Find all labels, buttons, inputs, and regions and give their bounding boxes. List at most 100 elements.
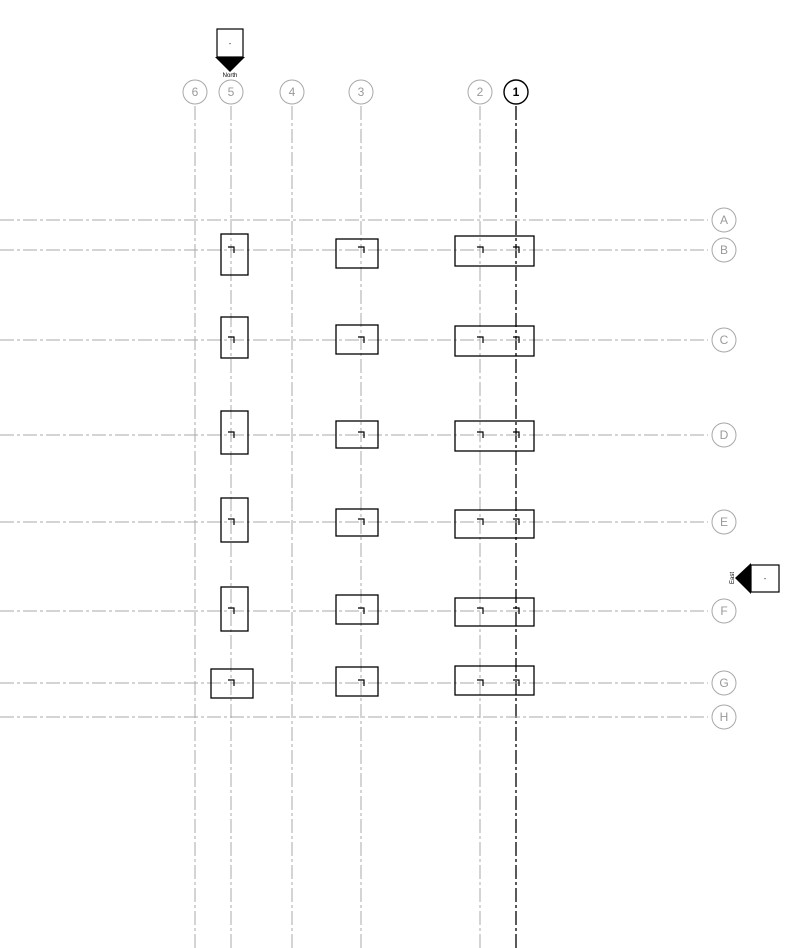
grid-bubble-label: F (720, 604, 727, 618)
elevation-marker-east-value: - (764, 576, 767, 583)
column-mark-icon (513, 518, 520, 525)
grid-bubble-G[interactable]: G (711, 670, 737, 696)
footing-outline (335, 508, 379, 537)
footing-outline (220, 586, 249, 632)
grid-bubble-label: 6 (192, 85, 199, 99)
grid-bubble-label: D (720, 428, 729, 442)
footing-outline (220, 233, 249, 276)
grid-bubble-2[interactable]: 2 (467, 79, 493, 105)
footing-2-1-G[interactable] (454, 665, 535, 696)
footing-5-E[interactable] (220, 497, 249, 543)
column-mark-icon (477, 431, 484, 438)
footing-outline (335, 666, 379, 697)
column-mark-icon (228, 336, 235, 343)
column-mark-icon (477, 518, 484, 525)
grid-bubble-H[interactable]: H (711, 704, 737, 730)
grid-bubble-label: E (720, 515, 728, 529)
grid-bubble-B[interactable]: B (711, 237, 737, 263)
grid-bubble-circle (711, 327, 737, 353)
elevation-marker-east[interactable]: - East (730, 563, 780, 594)
grid-bubble-5[interactable]: 5 (218, 79, 244, 105)
grid-bubble-C[interactable]: C (711, 327, 737, 353)
footing-2-1-B[interactable] (454, 235, 535, 267)
footing-outline (210, 668, 254, 699)
grid-bubble-label: 4 (289, 85, 296, 99)
footing-outline (335, 238, 379, 269)
footing-5-C[interactable] (220, 316, 249, 359)
grid-bubble-A[interactable]: A (711, 207, 737, 233)
footing-3-D[interactable] (335, 420, 379, 449)
column-mark-icon (358, 336, 365, 343)
footing-outline (454, 597, 535, 627)
footing-2-1-D[interactable] (454, 420, 535, 452)
footing-outline (335, 420, 379, 449)
grid-bubble-3[interactable]: 3 (348, 79, 374, 105)
column-mark-icon (228, 607, 235, 614)
grid-bubble-label: 3 (358, 85, 365, 99)
footing-3-G[interactable] (335, 666, 379, 697)
elevation-marker-north-value: - (229, 41, 232, 48)
grid-bubble-label: B (720, 243, 728, 257)
grid-bubble-circle (503, 79, 529, 105)
elevation-east-arrow-icon (735, 563, 751, 594)
column-mark-icon (358, 246, 365, 253)
grid-bubble-label: 5 (228, 85, 235, 99)
footing-5-B[interactable] (220, 233, 249, 276)
grid-bubble-circle (711, 598, 737, 624)
column-mark-icon (477, 336, 484, 343)
column-mark-icon (513, 336, 520, 343)
column-mark-icon (358, 518, 365, 525)
grid-bubble-D[interactable]: D (711, 422, 737, 448)
grid-bubble-label: 1 (513, 85, 520, 99)
grid-bubble-circle (711, 237, 737, 263)
footing-outline (335, 594, 379, 625)
vertical-grid-lines (194, 106, 517, 948)
column-mark-icon (477, 679, 484, 686)
footing-outline (220, 410, 249, 455)
grid-bubble-label: C (720, 333, 729, 347)
horizontal-grid-bubbles: A B C D E F GH (711, 207, 737, 730)
column-mark-icon (513, 431, 520, 438)
footing-5-F[interactable] (220, 586, 249, 632)
grid-bubble-F[interactable]: F (711, 598, 737, 624)
grid-bubble-circle (711, 422, 737, 448)
grid-bubble-label: A (720, 213, 728, 227)
column-mark-icon (228, 246, 235, 253)
grid-bubble-circle (218, 79, 244, 105)
grid-bubble-label: 2 (477, 85, 484, 99)
column-mark-icon (477, 607, 484, 614)
column-mark-icon (513, 246, 520, 253)
footing-outline (454, 509, 535, 539)
column-mark-icon (358, 679, 365, 686)
column-mark-icon (477, 246, 484, 253)
column-mark-icon (358, 431, 365, 438)
footing-5-G[interactable] (210, 668, 254, 699)
grid-bubble-circle (279, 79, 305, 105)
footing-5-D[interactable] (220, 410, 249, 455)
footing-outline (454, 665, 535, 696)
column-mark-icon (228, 679, 235, 686)
grid-bubble-E[interactable]: E (711, 509, 737, 535)
elevation-marker-east-box (750, 564, 780, 593)
grid-bubble-6[interactable]: 6 (182, 79, 208, 105)
grid-bubble-circle (711, 207, 737, 233)
column-mark-icon (228, 431, 235, 438)
footing-3-F[interactable] (335, 594, 379, 625)
footing-2-1-E[interactable] (454, 509, 535, 539)
footing-outline (454, 325, 535, 357)
footing-3-E[interactable] (335, 508, 379, 537)
grid-bubble-4[interactable]: 4 (279, 79, 305, 105)
elevation-marker-north[interactable]: - North (215, 28, 245, 79)
footing-3-B[interactable] (335, 238, 379, 269)
column-mark-icon (513, 679, 520, 686)
footing-2-1-C[interactable] (454, 325, 535, 357)
footing-outline (220, 316, 249, 359)
grid-bubble-1[interactable]: 1 (503, 79, 529, 105)
footings (210, 233, 535, 699)
grid-bubble-circle (711, 509, 737, 535)
footing-3-C[interactable] (335, 324, 379, 355)
footing-2-1-F[interactable] (454, 597, 535, 627)
grid-bubble-circle (711, 670, 737, 696)
grid-bubble-circle (182, 79, 208, 105)
